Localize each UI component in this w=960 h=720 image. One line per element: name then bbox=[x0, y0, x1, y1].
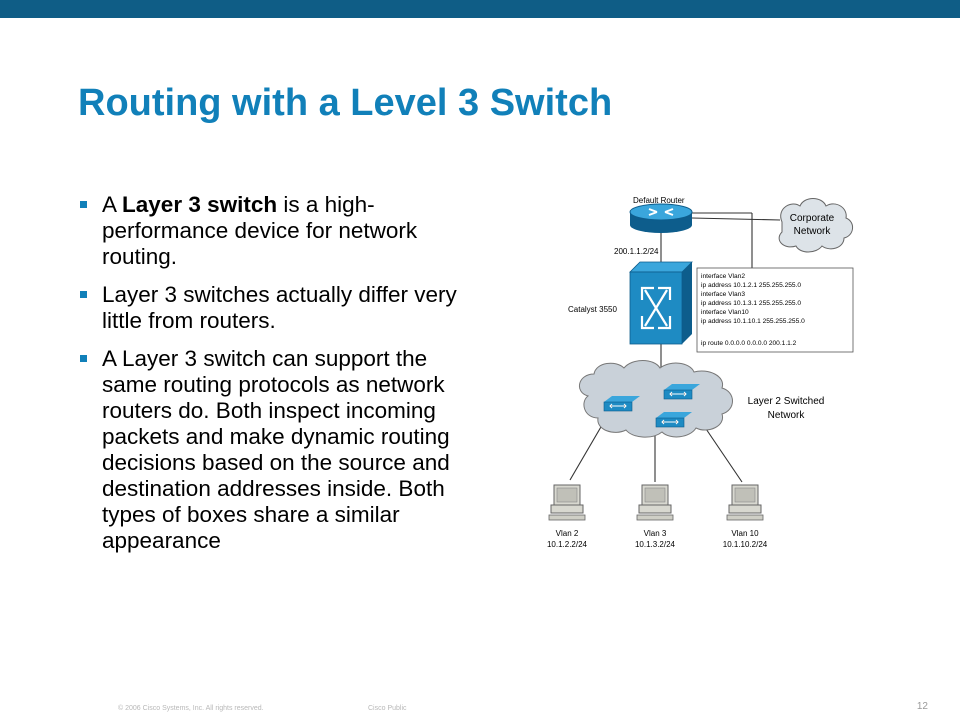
host-vlan-label: Vlan 2 bbox=[556, 529, 579, 538]
config-line: interface Vlan10 bbox=[701, 309, 749, 316]
l2-cloud-label: Network bbox=[768, 410, 806, 421]
bullet-text-bold: Layer 3 switch bbox=[122, 192, 278, 217]
bullet-item: A Layer 3 switch is a high-performance d… bbox=[78, 192, 478, 270]
pc-icon bbox=[726, 484, 764, 521]
router-icon bbox=[629, 203, 693, 233]
switch-icon bbox=[603, 396, 640, 412]
bullet-text: A Layer 3 switch can support the same ro… bbox=[102, 346, 450, 553]
bullet-text-pre: A bbox=[102, 192, 123, 217]
host-ip-label: 10.1.2.2/24 bbox=[547, 540, 588, 549]
config-line: interface Vlan3 bbox=[701, 291, 745, 298]
config-text: interface Vlan2 ip address 10.1.2.1 255.… bbox=[701, 273, 805, 347]
switch-icon bbox=[655, 412, 692, 428]
layer2-network-cloud bbox=[579, 360, 733, 438]
layer3-switch-icon bbox=[629, 261, 693, 345]
host-ip-label: 10.1.10.2/24 bbox=[723, 540, 768, 549]
bullet-item: A Layer 3 switch can support the same ro… bbox=[78, 346, 478, 554]
bullet-marker bbox=[80, 291, 87, 298]
l2-cloud-label: Layer 2 Switched bbox=[748, 396, 825, 407]
bullet-list: A Layer 3 switch is a high-performance d… bbox=[78, 192, 478, 566]
pc-icon bbox=[548, 484, 586, 521]
corporate-cloud-label: Corporate bbox=[790, 213, 835, 224]
config-line: ip address 10.1.10.1 255.255.255.0 bbox=[701, 318, 805, 325]
bullet-marker bbox=[80, 355, 87, 362]
network-diagram: Default Router 200.1.1.2/24 Corporate Ne… bbox=[547, 196, 854, 549]
router-ip-label: 200.1.1.2/24 bbox=[614, 247, 659, 256]
config-line: ip address 10.1.2.1 255.255.255.0 bbox=[701, 282, 801, 289]
bullet-text-post: is a high-performance device for network… bbox=[102, 192, 418, 269]
config-line: ip route 0.0.0.0 0.0.0.0 200.1.1.2 bbox=[701, 340, 797, 347]
config-line: ip address 10.1.3.1 255.255.255.0 bbox=[701, 300, 801, 307]
page-number: 12 bbox=[916, 701, 928, 712]
config-line: interface Vlan2 bbox=[701, 273, 745, 280]
bullet-text: Layer 3 switches actually differ very li… bbox=[102, 282, 457, 333]
config-box bbox=[696, 267, 854, 353]
footer-classification: Cisco Public bbox=[368, 705, 407, 712]
switch-label: Catalyst 3550 bbox=[568, 305, 617, 314]
pc-icon bbox=[636, 484, 674, 521]
corporate-cloud-label: Network bbox=[794, 226, 832, 237]
bullet-item: Layer 3 switches actually differ very li… bbox=[78, 282, 478, 334]
footer-copyright: © 2006 Cisco Systems, Inc. All rights re… bbox=[118, 705, 264, 712]
slide-title: Routing with a Level 3 Switch bbox=[78, 82, 613, 124]
bullet-marker bbox=[80, 201, 87, 208]
host-vlan-label: Vlan 10 bbox=[731, 529, 759, 538]
router-label: Default Router bbox=[633, 196, 685, 205]
corporate-network-cloud bbox=[778, 198, 853, 253]
switch-icon bbox=[663, 384, 700, 400]
host-vlan-label: Vlan 3 bbox=[644, 529, 667, 538]
top-bar bbox=[0, 0, 960, 18]
host-ip-label: 10.1.3.2/24 bbox=[635, 540, 676, 549]
